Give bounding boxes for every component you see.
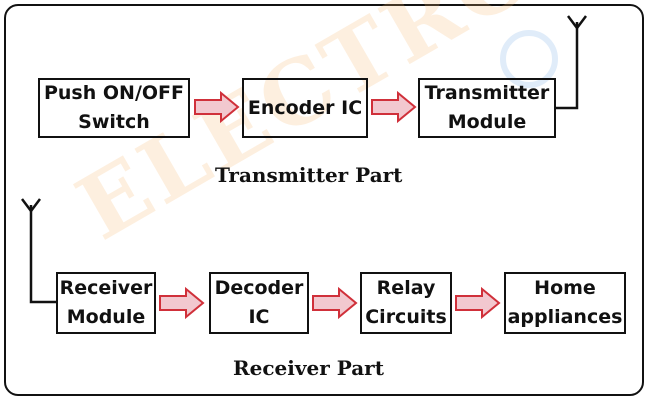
transmitter-part-caption: Transmitter Part: [215, 163, 403, 187]
arrow-encoder-to-transmitter: [371, 90, 417, 124]
watermark-bulb-icon: [500, 30, 558, 88]
transmitter-antenna-icon: [556, 15, 587, 110]
receiver-module-block: Receiver Module: [56, 272, 156, 334]
transmitter-module-block: Transmitter Module: [418, 78, 556, 138]
encoder-ic-block: Encoder IC: [242, 78, 368, 138]
receiver-antenna-icon: [21, 198, 56, 304]
arrow-decoder-to-relay: [312, 286, 358, 320]
push-switch-block: Push ON/OFF Switch: [38, 78, 190, 138]
receiver-part-caption: Receiver Part: [233, 356, 384, 380]
relay-circuits-block: Relay Circuits: [360, 272, 452, 334]
home-appliances-block: Home appliances: [504, 272, 626, 334]
arrow-receiver-to-decoder: [159, 286, 205, 320]
arrow-switch-to-encoder: [194, 90, 240, 124]
decoder-ic-block: Decoder IC: [209, 272, 309, 334]
arrow-relay-to-appliances: [455, 286, 501, 320]
